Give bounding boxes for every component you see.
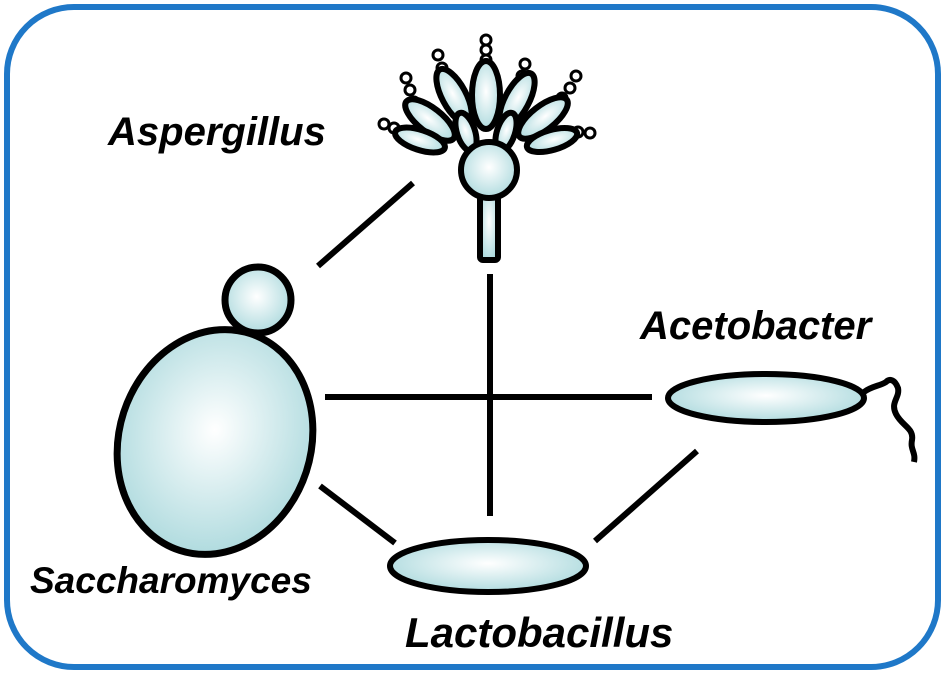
line-saccharomyces-lactobacillus bbox=[320, 486, 395, 543]
lactobacillus-icon bbox=[390, 540, 586, 592]
connector-lines bbox=[318, 183, 697, 543]
line-lactobacillus-acetobacter bbox=[595, 451, 697, 541]
saccharomyces-label: Saccharomyces bbox=[30, 562, 312, 599]
saccharomyces-icon bbox=[88, 267, 341, 580]
acetobacter-icon bbox=[668, 374, 914, 462]
aspergillus-label: Aspergillus bbox=[108, 112, 326, 152]
lactobacillus-label: Lactobacillus bbox=[405, 612, 673, 654]
aspergillus-icon bbox=[379, 35, 595, 260]
acetobacter-label: Acetobacter bbox=[640, 306, 871, 346]
line-saccharomyces-aspergillus bbox=[318, 183, 413, 266]
